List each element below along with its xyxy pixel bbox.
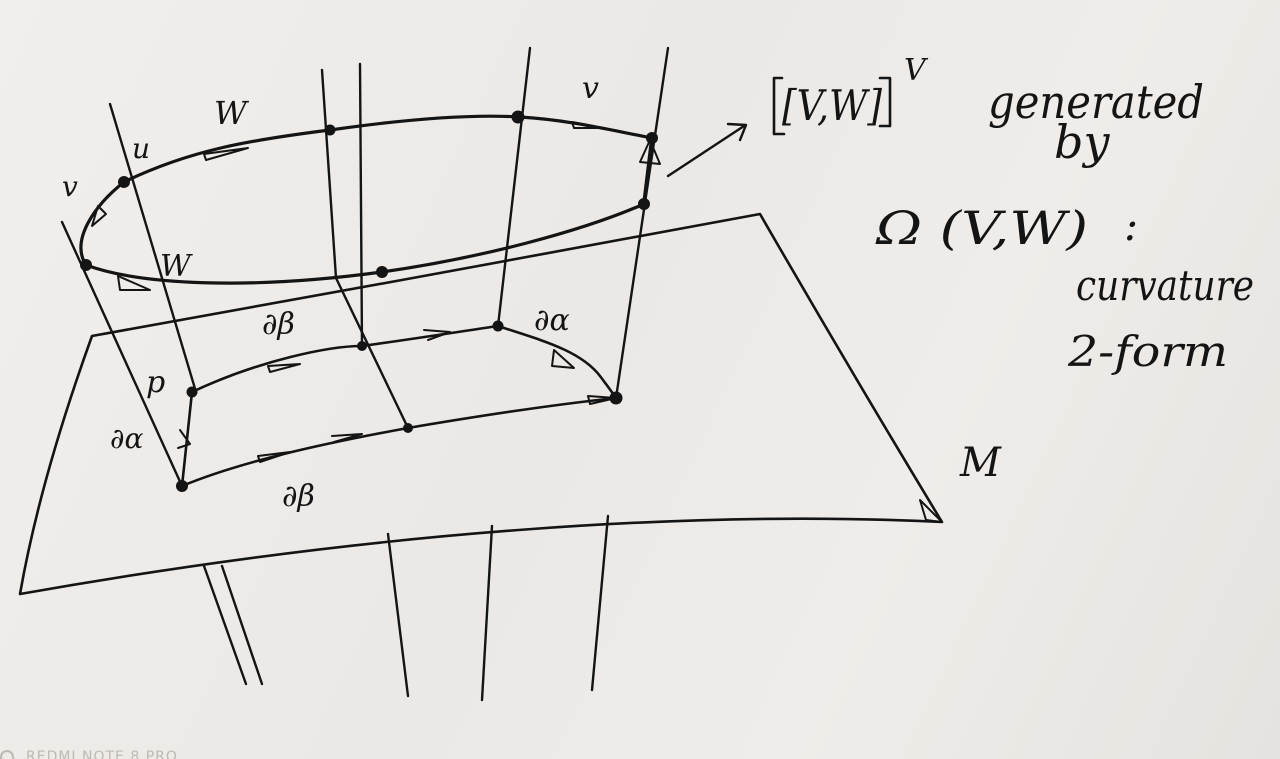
camera-watermark: REDMI NOTE 8 PRO (0, 750, 178, 759)
arrow-head (919, 499, 943, 523)
camera-icon (0, 750, 14, 759)
label-d-alpha-right: ∂α (534, 303, 570, 338)
watermark-text: REDMI NOTE 8 PRO (26, 750, 178, 759)
pointer-arrow-head (726, 122, 748, 142)
vertical-gap (642, 136, 654, 206)
fiber-line-below (480, 524, 494, 702)
note-line2: by (1054, 115, 1110, 169)
fiber-line (108, 102, 198, 394)
point (376, 266, 388, 278)
note-line4: 2-form (1067, 327, 1228, 376)
fiber-line (320, 68, 338, 280)
fiber-line-below (202, 564, 248, 686)
arrow-head (423, 329, 451, 341)
label-d-beta-lower: ∂β (282, 479, 315, 514)
note-bracket: [V,W] (782, 81, 883, 130)
note-line3: curvature (1076, 261, 1254, 310)
note-colon: : (1124, 201, 1138, 250)
arrow-head (571, 121, 605, 129)
point (80, 259, 92, 271)
point (403, 423, 413, 433)
pointer-arrow (666, 124, 746, 178)
base-loop-right (496, 324, 618, 400)
manifold-surface (18, 212, 944, 596)
label-d-alpha-left: ∂α (110, 422, 143, 455)
point (609, 391, 623, 405)
fiber-line-below (386, 532, 410, 698)
note-omega: Ω (V,W) (875, 201, 1088, 255)
base-loop-upper (190, 324, 500, 394)
label-w-top: W (214, 94, 250, 132)
point (646, 132, 658, 144)
arrow-head (267, 363, 301, 373)
fiber-line (496, 46, 532, 328)
arrow-head (257, 451, 291, 463)
lifted-loop-left (79, 180, 126, 267)
point (324, 124, 336, 136)
arrow-head (91, 205, 107, 227)
point (176, 480, 188, 492)
label-manifold: M (959, 440, 1002, 486)
fiber-line (358, 62, 364, 348)
note-bracket-sup: V (904, 53, 929, 88)
fiber-line (334, 276, 410, 430)
arrow-head (639, 139, 661, 165)
note-line1: generated (988, 75, 1204, 129)
bracket-box (772, 76, 786, 136)
bracket-box (878, 76, 892, 128)
label-p: p (146, 365, 165, 400)
arrow-head (177, 429, 191, 449)
label-v-top: v (582, 71, 599, 106)
arrow-head (587, 395, 617, 405)
arrow-head (551, 349, 575, 369)
label-u: u (132, 132, 150, 165)
arrow-head (117, 275, 151, 291)
label-w-left: W (160, 249, 193, 284)
fiber-line (614, 46, 670, 400)
fiber-line-below (590, 514, 610, 692)
point (118, 176, 130, 188)
point (511, 110, 525, 124)
arrow-head (331, 433, 363, 443)
fiber-line-below (220, 564, 264, 686)
arrow-head (203, 147, 249, 161)
point (638, 198, 650, 210)
point (357, 341, 367, 351)
label-v-left: v (62, 170, 78, 203)
label-d-beta-upper: ∂β (262, 307, 295, 342)
point (492, 320, 504, 332)
point (186, 386, 198, 398)
